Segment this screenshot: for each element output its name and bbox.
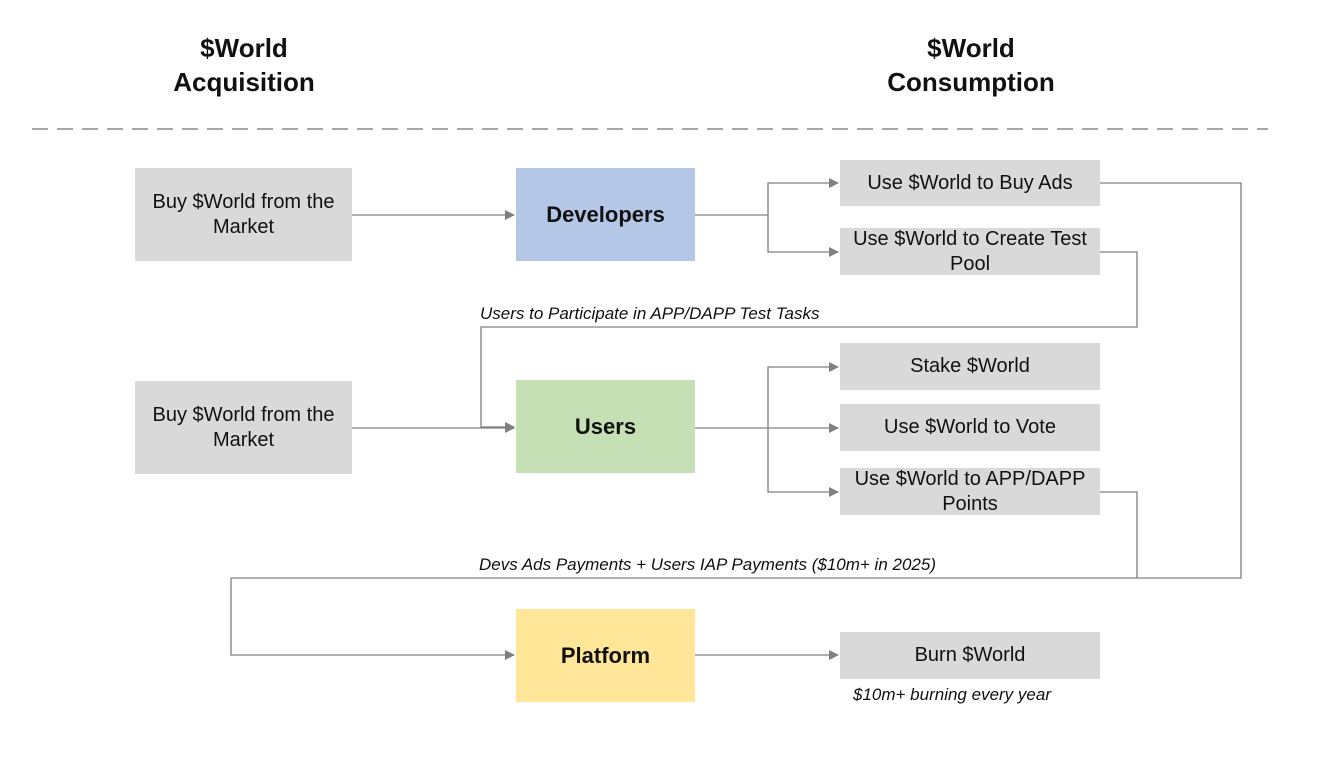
arrow-users-to-stake — [767, 362, 839, 428]
users-label: Users — [574, 413, 637, 439]
developers-label: Developers — [546, 201, 665, 227]
consumption-heading-line1: $World — [927, 33, 1015, 63]
acquisition-heading-line2: Acquisition — [173, 67, 315, 97]
acquisition-heading-line1: $World — [200, 33, 288, 63]
consumption-heading-line2: Consumption — [887, 67, 1055, 97]
arrow-test-pool-to-users — [480, 251, 1138, 432]
test-tasks-note: Users to Participate in APP/DAPP Test Ta… — [480, 304, 820, 323]
developers-box: Developers — [516, 168, 695, 261]
users-market-label: Buy $World from the Market — [152, 403, 335, 451]
acquisition-heading: $World Acquisition — [94, 31, 394, 99]
developers-market-box: Buy $World from the Market — [135, 168, 352, 261]
platform-label: Platform — [560, 642, 651, 668]
arrow-buy-ads-to-payments — [1100, 182, 1242, 579]
users-market-box: Buy $World from the Market — [135, 381, 352, 474]
arrow-developers-to-buy-ads — [695, 178, 839, 216]
vote-label: Use $World to Vote — [884, 416, 1056, 438]
stake-label: Stake $World — [910, 355, 1030, 377]
create-test-pool-label: Use $World to Create Test Pool — [853, 227, 1087, 275]
developers-market-label: Buy $World from the Market — [152, 190, 335, 238]
app-points-label: Use $World to APP/DAPP Points — [854, 467, 1086, 515]
arrow-users-to-app-points — [767, 428, 839, 497]
stake-box: Stake $World — [840, 343, 1100, 390]
arrow-developers-to-test-pool — [767, 215, 839, 257]
users-box: Users — [516, 380, 695, 473]
burn-box: Burn $World — [840, 632, 1100, 679]
create-test-pool-box: Use $World to Create Test Pool — [840, 228, 1100, 275]
arrow-app-points-to-platform — [230, 491, 1138, 660]
consumption-heading: $World Consumption — [821, 31, 1121, 99]
burning-note: $10m+ burning every year — [853, 685, 1051, 704]
platform-box: Platform — [516, 609, 695, 702]
burn-label: Burn $World — [914, 644, 1026, 666]
buy-ads-box: Use $World to Buy Ads — [840, 160, 1100, 206]
vote-box: Use $World to Vote — [840, 404, 1100, 451]
buy-ads-label: Use $World to Buy Ads — [867, 171, 1073, 194]
payments-note: Devs Ads Payments + Users IAP Payments (… — [479, 555, 936, 574]
app-points-box: Use $World to APP/DAPP Points — [840, 468, 1100, 515]
